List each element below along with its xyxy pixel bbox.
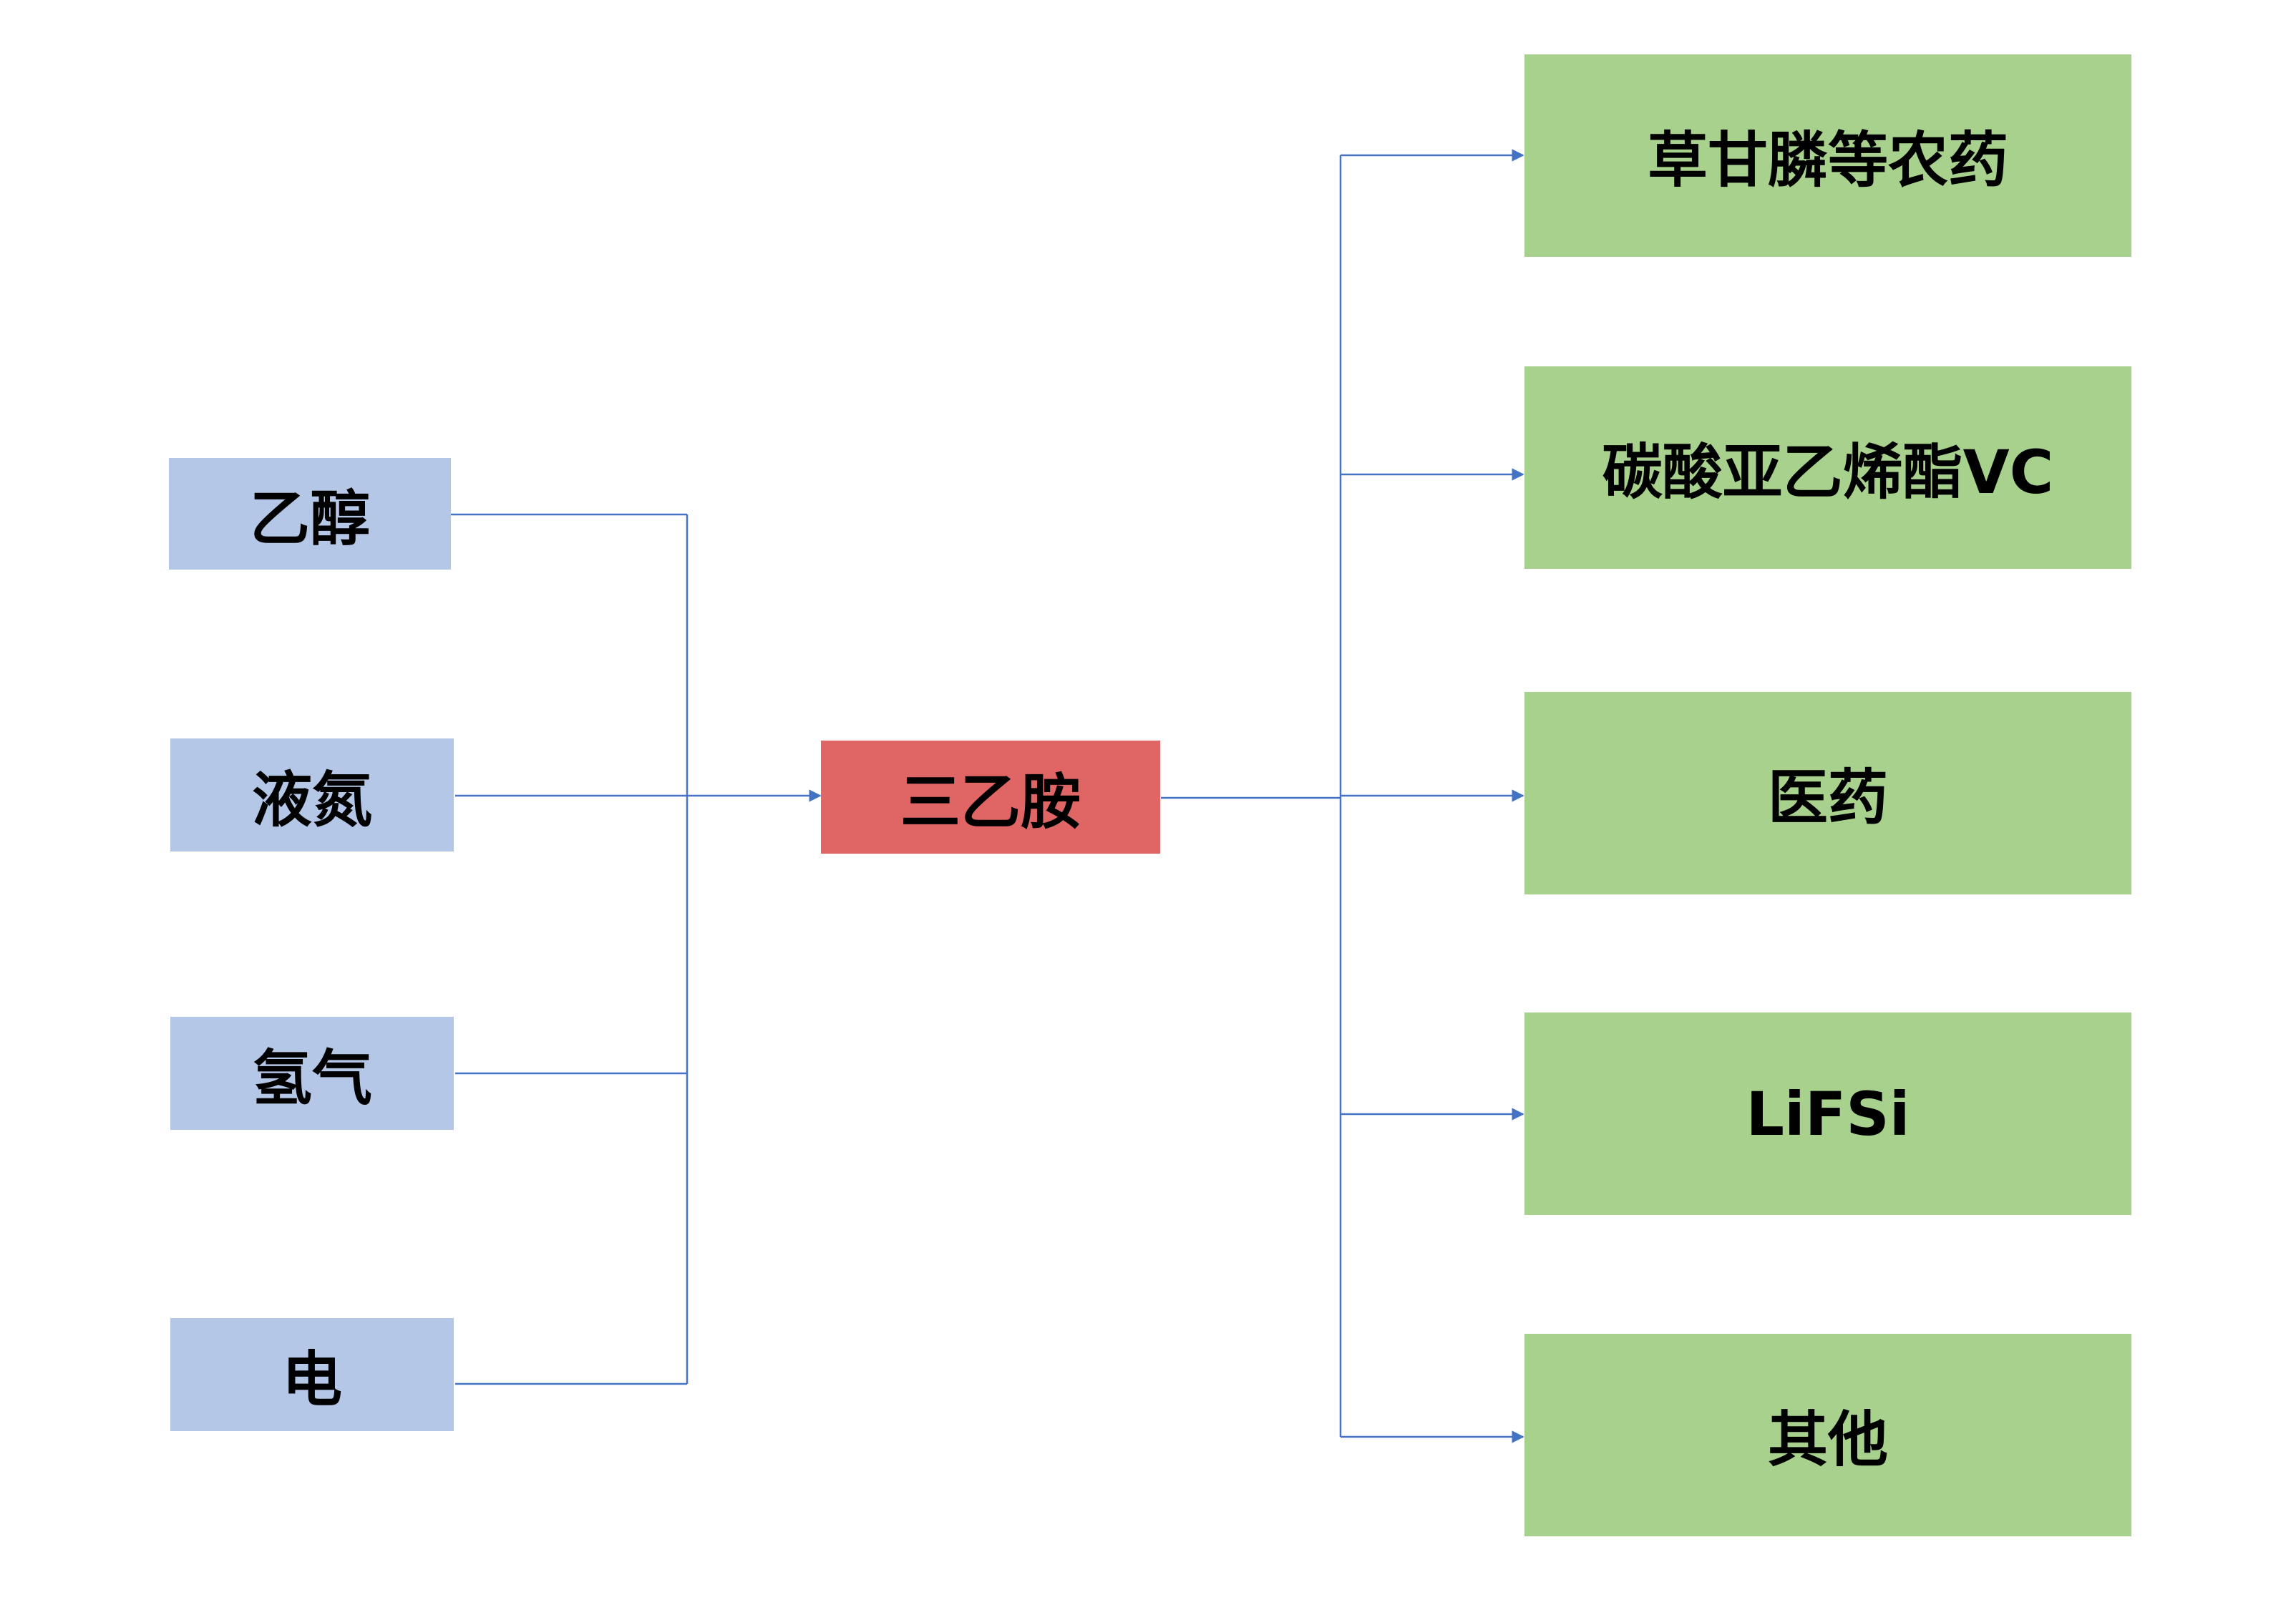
output-node-vinylene-carbonate: 碳酸亚乙烯酯VC bbox=[1524, 366, 2131, 569]
output-node-lifsi: LiFSi bbox=[1524, 1013, 2131, 1215]
output-node-label: 草甘膦等农药 bbox=[1647, 125, 2008, 195]
output-node-label: 医药 bbox=[1767, 763, 1888, 833]
output-node-label: LiFSi bbox=[1746, 1078, 1910, 1149]
input-node-liquid-nitrogen: 液氮 bbox=[170, 738, 454, 852]
output-node-glyphosate-pesticides: 草甘膦等农药 bbox=[1524, 54, 2131, 257]
input-node-ethanol: 乙醇 bbox=[169, 458, 451, 570]
input-node-hydrogen: 氢气 bbox=[170, 1017, 454, 1130]
output-node-pharmaceuticals: 医药 bbox=[1524, 692, 2131, 894]
center-node-triethylamine: 三乙胺 bbox=[821, 741, 1160, 854]
output-node-label: 碳酸亚乙烯酯VC bbox=[1602, 437, 2054, 507]
input-node-electricity: 电 bbox=[170, 1318, 454, 1431]
input-node-label: 乙醇 bbox=[249, 483, 370, 554]
output-node-label: 其他 bbox=[1767, 1405, 1888, 1475]
input-node-label: 电 bbox=[281, 1344, 342, 1415]
output-node-others: 其他 bbox=[1524, 1334, 2131, 1536]
input-node-label: 氢气 bbox=[251, 1043, 372, 1113]
center-node-label: 三乙胺 bbox=[900, 766, 1081, 837]
input-node-label: 液氮 bbox=[251, 764, 372, 835]
